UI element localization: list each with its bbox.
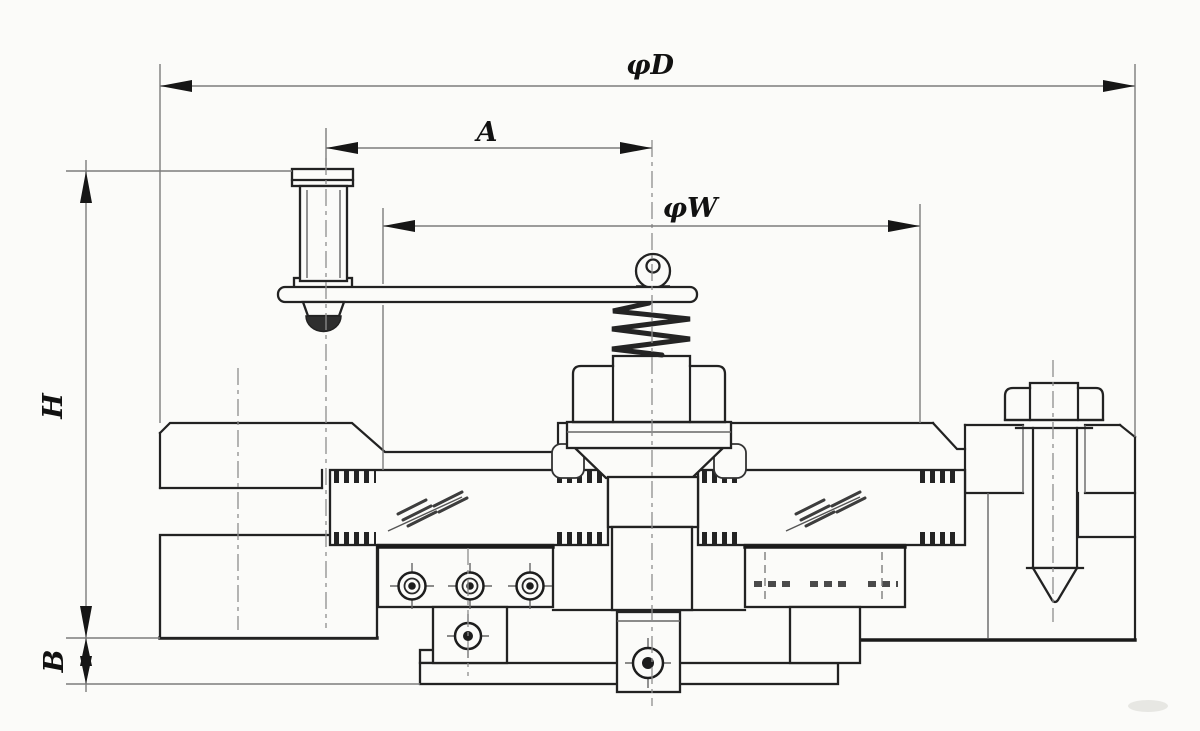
left-jaw: [328, 468, 610, 547]
right-support-block: [788, 605, 862, 665]
lever-arm: [276, 285, 699, 304]
center-spindle: [551, 354, 747, 694]
dimension-a: A: [325, 117, 652, 166]
right-jaw-hatching: [785, 490, 867, 532]
photocopy-smudge: [1128, 700, 1168, 712]
screw-column-upper: [606, 475, 700, 529]
coil-spring: [611, 300, 691, 358]
washer: [565, 420, 733, 450]
right-rail: [743, 543, 907, 609]
label-outer-diameter: φD: [626, 50, 674, 81]
screw: [508, 563, 552, 609]
dimension-phi-d: φD: [159, 50, 1136, 437]
handle-ball-end: [305, 315, 342, 333]
hex-nut: [571, 354, 727, 424]
label-height: H: [38, 392, 69, 420]
ball-head-detail: [645, 258, 661, 274]
right-jaw: [696, 468, 967, 547]
dimension-phi-w: φW: [382, 193, 921, 470]
centerlines: [237, 140, 1054, 706]
screw: [390, 563, 434, 609]
locking-lever: [276, 167, 699, 333]
left-lower-block: [158, 533, 379, 640]
bolt-hex-head: [1003, 381, 1105, 422]
label-base-thickness: B: [39, 650, 70, 674]
dimension-b: B: [39, 637, 420, 685]
handle-nut: [301, 300, 346, 318]
label-lever-offset: A: [474, 117, 498, 148]
bolt-cone-tip: [1030, 566, 1080, 604]
handle-cap: [290, 167, 355, 188]
label-jaw-span: φW: [663, 193, 720, 224]
dimension-h: H: [38, 160, 292, 692]
clamp-bolt: [1003, 381, 1105, 604]
handle-grip: [298, 184, 349, 283]
main-body: [158, 421, 1137, 642]
left-jaw-hatching: [387, 490, 469, 532]
